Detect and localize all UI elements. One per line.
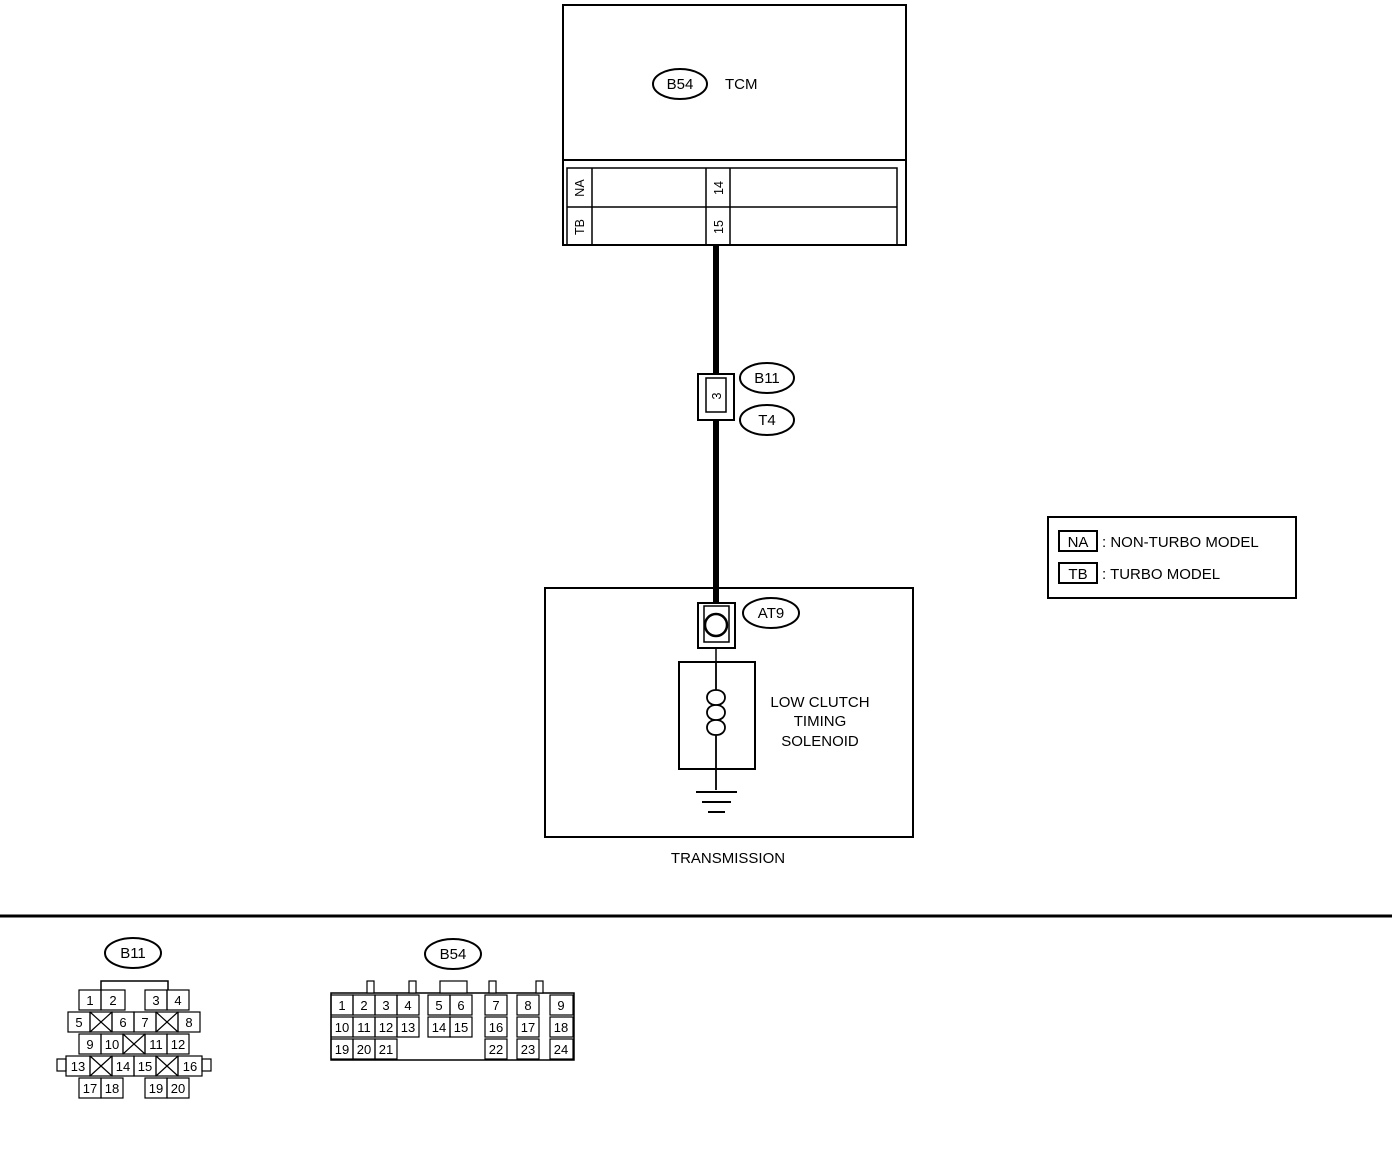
b54-cavity: 6: [457, 998, 464, 1013]
b11-cavity: 7: [141, 1015, 148, 1030]
b54-cavity: 11: [357, 1020, 371, 1035]
b11-cavity: 8: [185, 1015, 192, 1030]
b11-cavity: 3: [152, 993, 159, 1008]
at9-connector-id: AT9: [758, 605, 784, 622]
b54-cavity: 14: [432, 1020, 446, 1035]
transmission-label: TRANSMISSION: [671, 850, 785, 867]
b11-cavity: 11: [149, 1037, 163, 1052]
b54-cavity: 18: [554, 1020, 568, 1035]
b11-view-id: B11: [120, 945, 146, 962]
at9-connector: [697, 602, 736, 649]
b54-cavity: 19: [335, 1042, 349, 1057]
b11-cavity: 16: [183, 1059, 197, 1074]
solenoid-label-line-2: TIMING: [794, 713, 847, 730]
transmission-box: AT9 LOW CLUTCH TIMING SOLENOID: [544, 587, 914, 838]
junction-pin: 3: [710, 392, 724, 399]
coil-icon: [706, 662, 726, 790]
b54-view-badge: [424, 938, 482, 970]
b11-cavity: 9: [86, 1037, 93, 1052]
legend-code-tb: TB: [1068, 566, 1087, 583]
b11-cavity: 1: [86, 993, 93, 1008]
b11-cavity: 17: [83, 1081, 97, 1096]
legend-desc-na: : NON-TURBO MODEL: [1102, 534, 1259, 551]
tcm-row-code-tb: TB: [573, 219, 587, 235]
tcm-connector-badge: [652, 68, 708, 100]
b54-cavity: 22: [489, 1042, 503, 1057]
legend-code-box-tb: [1058, 562, 1098, 584]
b11-cavity: 2: [109, 993, 116, 1008]
tcm-pin-na: 14: [712, 181, 726, 195]
b54-cavity: 16: [489, 1020, 503, 1035]
b54-cavity: 24: [554, 1042, 568, 1057]
b54-cavity: 1: [338, 998, 345, 1013]
b54-cavity: 21: [379, 1042, 393, 1057]
b11-cavity: 12: [171, 1037, 185, 1052]
b11-cavity: 20: [171, 1081, 185, 1096]
solenoid-box: [678, 661, 756, 770]
b11-cavity: 5: [75, 1015, 82, 1030]
tcm-name: TCM: [725, 76, 758, 93]
junction-connector-a-id: B11: [754, 370, 780, 387]
b11-cavity: 6: [119, 1015, 126, 1030]
b11-cavity: 10: [105, 1037, 119, 1052]
b54-cavity: 10: [335, 1020, 349, 1035]
b54-cavity: 3: [382, 998, 389, 1013]
b11-cavity: 13: [71, 1059, 85, 1074]
b54-cavity: 5: [435, 998, 442, 1013]
legend: NA : NON-TURBO MODEL TB : TURBO MODEL: [1047, 516, 1297, 599]
b11-cavity: 4: [174, 993, 181, 1008]
b11-cavity: 15: [138, 1059, 152, 1074]
junction-connector-a-badge: [739, 362, 795, 394]
junction-connector-b-id: T4: [758, 412, 776, 429]
b11-view-badge: [104, 937, 162, 969]
b11-connector-view: B11 1 2 3 4 5 6 7 8 9 10 11: [56, 937, 212, 1099]
b11-cavity: 14: [116, 1059, 130, 1074]
b54-cavity: 17: [521, 1020, 535, 1035]
b11-cavity: 19: [149, 1081, 163, 1096]
legend-code-na: NA: [1068, 534, 1089, 551]
solenoid-label-line-1: LOW CLUTCH: [770, 694, 869, 711]
b54-cavity: 7: [492, 998, 499, 1013]
b54-cavity: 15: [454, 1020, 468, 1035]
b54-cavity: 4: [404, 998, 411, 1013]
junction-connector: 3 B11 T4: [697, 362, 795, 436]
tcm-module: B54 TCM NA TB 14 15: [562, 4, 907, 246]
tcm-connector-id: B54: [667, 76, 694, 93]
legend-code-box-na: [1058, 530, 1098, 552]
b11-cavity: 18: [105, 1081, 119, 1096]
solenoid-label-line-3: SOLENOID: [781, 733, 859, 750]
b54-cavity: 13: [401, 1020, 415, 1035]
ground-icon: [696, 791, 737, 813]
tcm-row-code-na: NA: [573, 179, 587, 197]
b54-connector-view: B54 1 2 3 4 10 11 12 13 19 20 21 5: [330, 938, 575, 1061]
b54-cavity: 23: [521, 1042, 535, 1057]
b54-view-id: B54: [440, 946, 467, 963]
tcm-connector-block: NA TB 14 15: [566, 167, 898, 246]
b54-cavity: 20: [357, 1042, 371, 1057]
at9-connector-badge: [742, 597, 800, 629]
b54-cavity: 8: [524, 998, 531, 1013]
b54-cavity: 2: [360, 998, 367, 1013]
junction-connector-b-badge: [739, 404, 795, 436]
tcm-pin-tb: 15: [712, 220, 726, 234]
b54-cavity: 12: [379, 1020, 393, 1035]
b54-cavity: 9: [557, 998, 564, 1013]
legend-desc-tb: : TURBO MODEL: [1102, 566, 1220, 583]
